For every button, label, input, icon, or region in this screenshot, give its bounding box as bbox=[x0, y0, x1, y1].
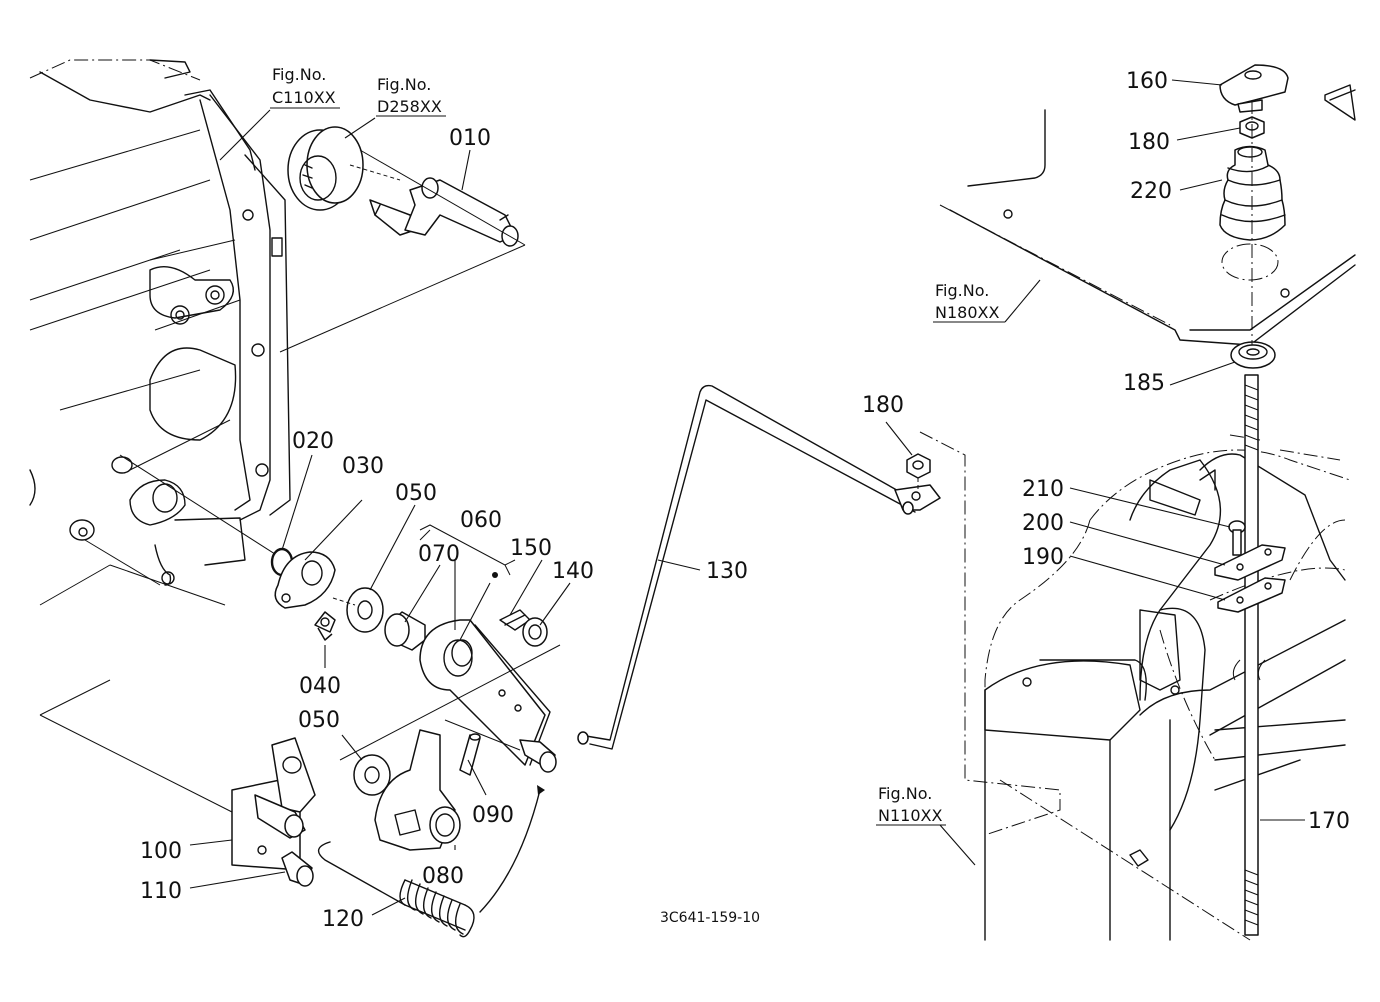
collar-070 bbox=[384, 611, 426, 651]
bolt-210 bbox=[1228, 520, 1246, 556]
callout-100: 100 bbox=[140, 839, 182, 864]
callout-185: 185 bbox=[1123, 371, 1165, 396]
frame-body bbox=[919, 431, 1351, 941]
drawing-number: 3C641-159-10 bbox=[660, 910, 760, 926]
threaded-rod-170 bbox=[1244, 100, 1259, 936]
nut-180-rod bbox=[906, 453, 931, 490]
shaft-assembly-010 bbox=[279, 126, 526, 353]
bolt-110 bbox=[281, 851, 314, 887]
fig-ref-d258-code: D258XX bbox=[377, 97, 442, 116]
callout-210: 210 bbox=[1022, 477, 1064, 502]
knob-160 bbox=[1219, 64, 1289, 113]
callout-160: 160 bbox=[1126, 69, 1168, 94]
nut-140 bbox=[339, 617, 561, 761]
fig-ref-n110-code: N110XX bbox=[878, 806, 942, 825]
lever-arm-060 bbox=[419, 524, 557, 773]
callout-130: 130 bbox=[706, 559, 748, 584]
washer-050-upper bbox=[332, 587, 384, 633]
leader-lines bbox=[189, 79, 1305, 916]
callout-220: 220 bbox=[1130, 179, 1172, 204]
callout-090: 090 bbox=[472, 803, 514, 828]
callout-150: 150 bbox=[510, 536, 552, 561]
callout-050-upper: 050 bbox=[395, 481, 437, 506]
callout-120: 120 bbox=[322, 907, 364, 932]
washer-050-lower bbox=[353, 754, 391, 796]
grommet-185 bbox=[1230, 341, 1276, 369]
callout-140: 140 bbox=[552, 559, 594, 584]
callout-080: 080 bbox=[422, 864, 464, 889]
callout-050-lower: 050 bbox=[298, 708, 340, 733]
callout-030: 030 bbox=[342, 454, 384, 479]
plate-030 bbox=[274, 551, 336, 609]
control-rod-130 bbox=[577, 384, 941, 750]
fig-ref-d258-label: Fig.No. bbox=[377, 75, 431, 94]
fig-ref-n180-label: Fig.No. bbox=[935, 281, 989, 300]
return-spring-120 bbox=[317, 785, 545, 938]
lever-080 bbox=[374, 729, 461, 851]
callout-180-rod: 180 bbox=[862, 393, 904, 418]
plate-200 bbox=[1214, 544, 1286, 581]
callout-110: 110 bbox=[140, 879, 182, 904]
fig-ref-n180-code: N180XX bbox=[935, 303, 999, 322]
bracket-100 bbox=[39, 679, 316, 871]
callout-040: 040 bbox=[299, 674, 341, 699]
bolt-040 bbox=[314, 611, 336, 641]
figure-references: Fig.No. C110XX Fig.No. D258XX Fig.No. N1… bbox=[272, 65, 999, 825]
callout-180-top: 180 bbox=[1128, 130, 1170, 155]
fig-ref-n110-label: Fig.No. bbox=[878, 784, 932, 803]
callout-labels: 010 020 030 050 060 070 150 140 040 050 … bbox=[140, 69, 1350, 932]
plate-190 bbox=[1217, 577, 1286, 613]
fig-ref-c110-label: Fig.No. bbox=[272, 65, 326, 84]
callout-070: 070 bbox=[418, 542, 460, 567]
spring-pin-090 bbox=[459, 733, 481, 776]
callout-190: 190 bbox=[1022, 545, 1064, 570]
floor-deck bbox=[939, 84, 1356, 346]
callout-020: 020 bbox=[292, 429, 334, 454]
callout-170: 170 bbox=[1308, 809, 1350, 834]
callout-010: 010 bbox=[449, 126, 491, 151]
transmission-case-housing bbox=[29, 59, 301, 606]
fig-ref-c110-code: C110XX bbox=[272, 88, 336, 107]
callout-200: 200 bbox=[1022, 511, 1064, 536]
callout-060: 060 bbox=[460, 508, 502, 533]
